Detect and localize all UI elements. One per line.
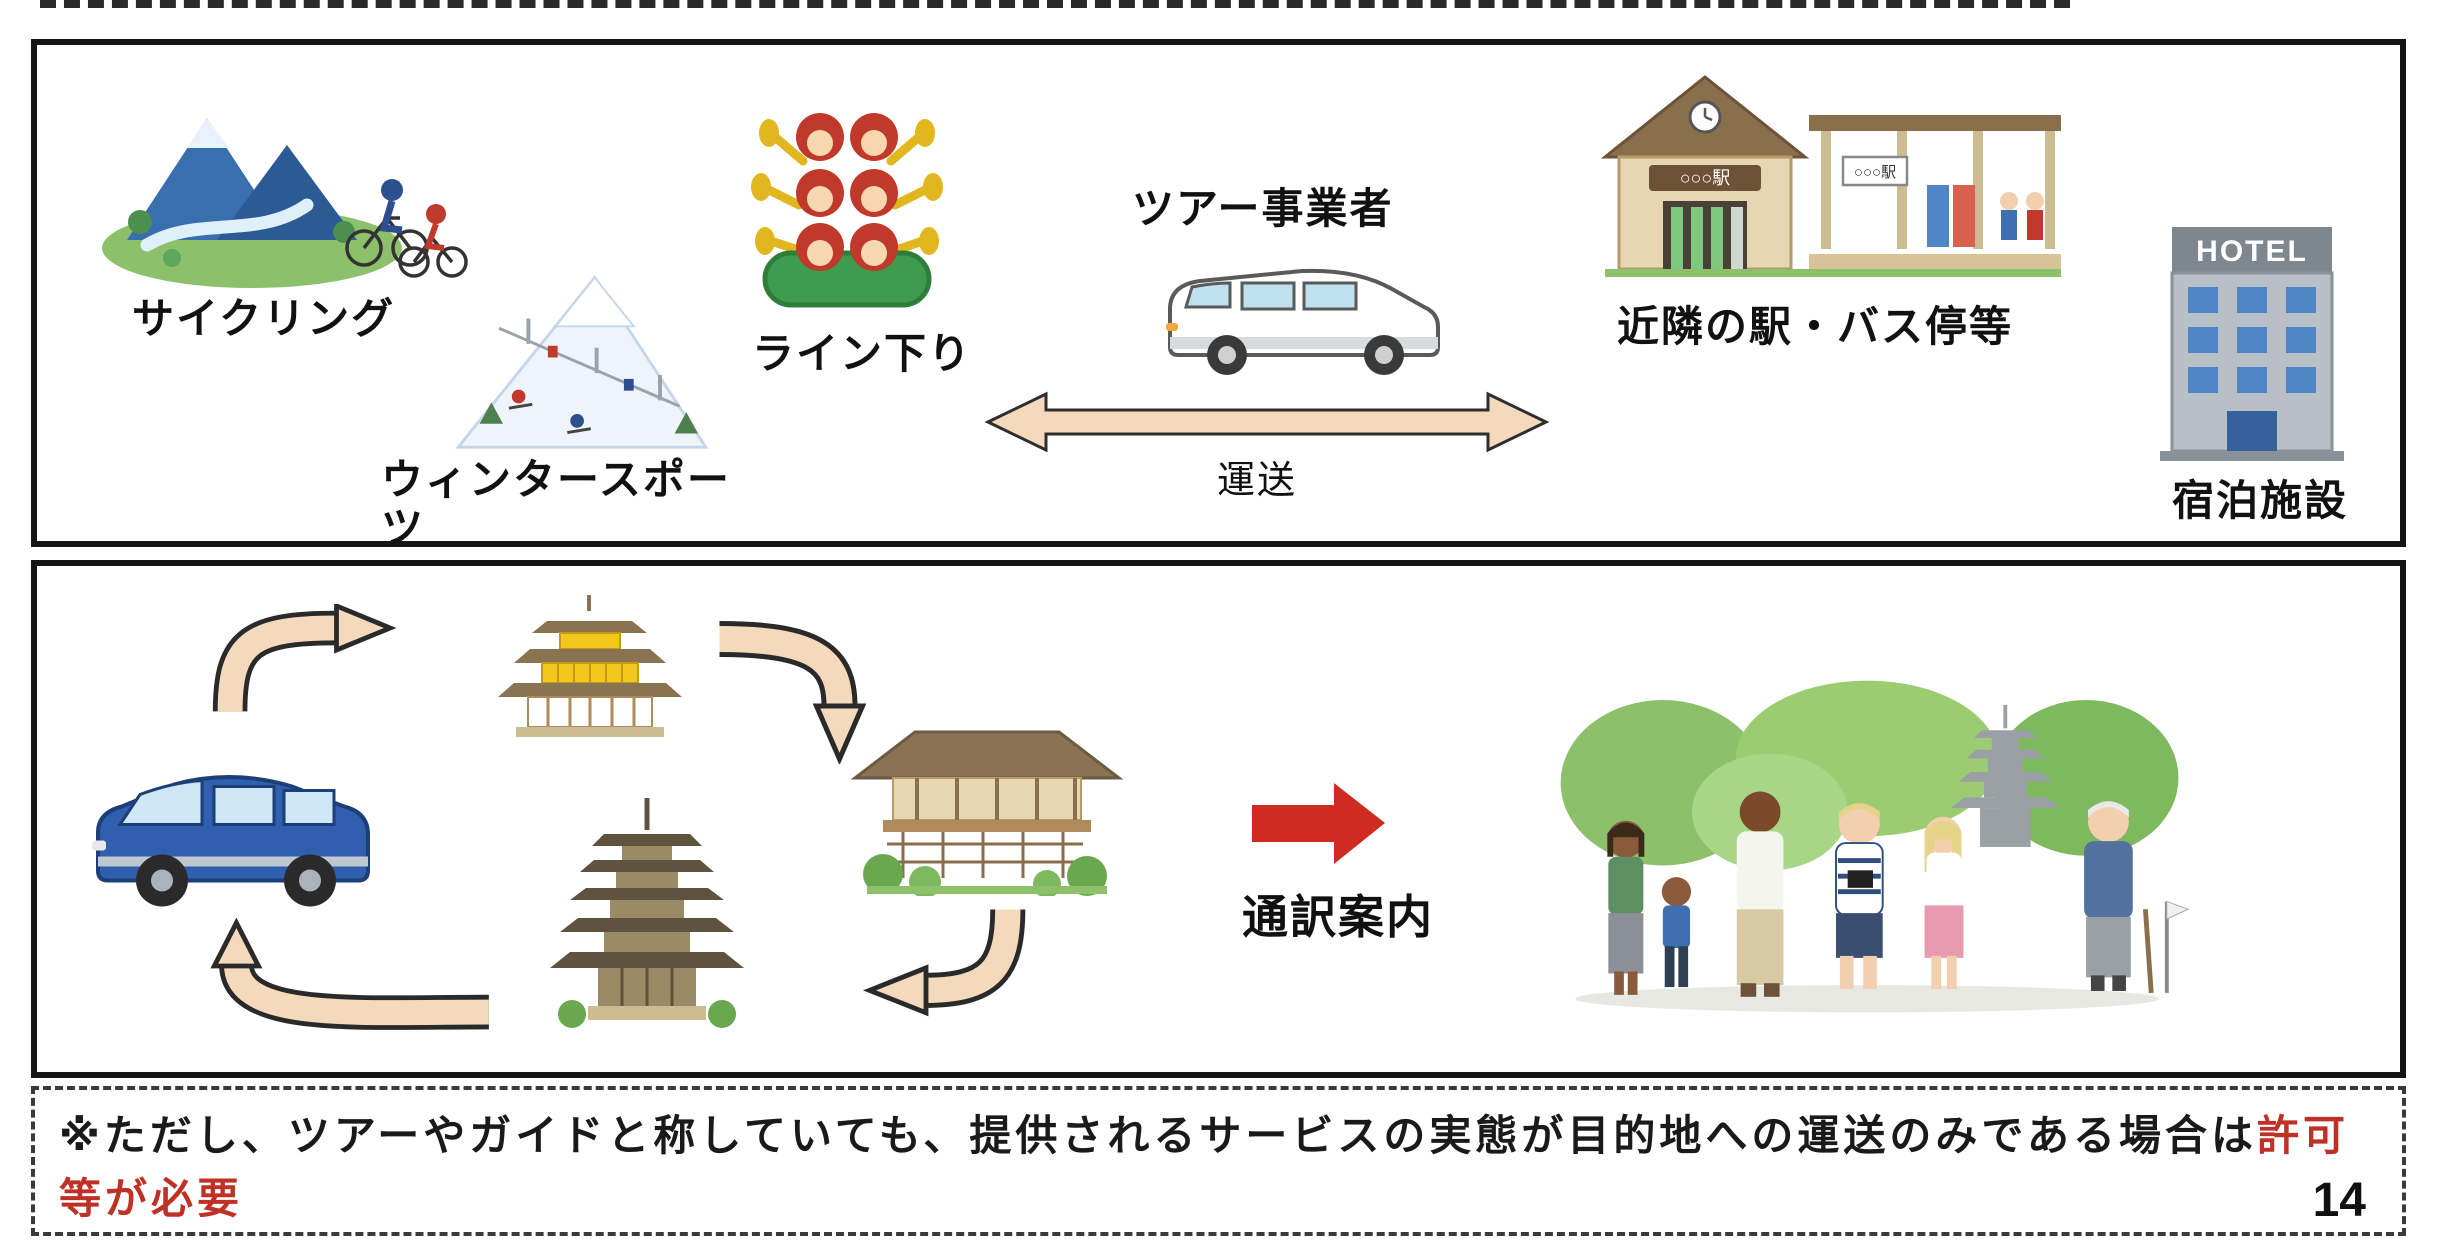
winter-sports-illustration (447, 260, 717, 455)
rafting-label: ライン下り (752, 330, 973, 377)
cycle-arrow-down-left-icon (852, 896, 1037, 1036)
note-panel: ※ただし、ツアーやガイドと称していても、提供されるサービスの実態が目的地への運送… (31, 1086, 2406, 1236)
red-arrow-icon (1252, 781, 1387, 866)
tour-operator-label: ツアー事業者 (1132, 185, 1394, 232)
note-highlight: 許可等が必要 (59, 1112, 2350, 1222)
station-illustration: ○○○駅 ○○○駅 (1597, 65, 2067, 290)
cycle-arrow-right-down-icon (707, 614, 922, 764)
tour-van-icon (1152, 245, 1452, 385)
blue-van-icon (82, 726, 382, 931)
cycle-arrow-left-up-icon (172, 918, 512, 1038)
station-roof-sign: ○○○駅 (1680, 168, 1731, 188)
interpretation-guide-label: 通訳案内 (1242, 891, 1434, 943)
rafting-illustration (737, 85, 957, 325)
page-number: 14 (2312, 1174, 2366, 1227)
note-text: ※ただし、ツアーやガイドと称していても、提供されるサービスの実態が目的地への運送… (59, 1104, 2378, 1230)
transport-label: 運送 (1217, 460, 1298, 502)
cycling-illustration (92, 90, 472, 290)
pagoda-icon (542, 796, 752, 1046)
hotel-illustration: HOTEL (2142, 215, 2362, 465)
cycle-arrow-up-right-icon (202, 604, 402, 719)
hotel-label: 宿泊施設 (2172, 477, 2349, 524)
temple-illustration (847, 716, 1127, 896)
note-prefix: ※ただし、ツアーやガイドと称していても、提供されるサービスの実態が目的地への運送… (59, 1112, 2258, 1159)
station-platform-sign: ○○○駅 (1854, 164, 1896, 181)
golden-pavilion-icon (472, 591, 707, 751)
station-label: 近隣の駅・バス停等 (1617, 303, 2014, 350)
hotel-sign: HOTEL (2196, 235, 2308, 268)
top-dashed-line (40, 0, 2070, 8)
activities-transport-panel: サイクリング ウィンタースポーツ (31, 39, 2406, 551)
transport-double-arrow-icon (982, 390, 1552, 454)
winter-sports-label: ウィンタースポーツ (381, 456, 731, 552)
sightseeing-guide-panel: 通訳案内 (31, 560, 2406, 1078)
cycling-label: サイクリング (132, 295, 396, 342)
tourists-illustration (1542, 666, 2202, 1026)
